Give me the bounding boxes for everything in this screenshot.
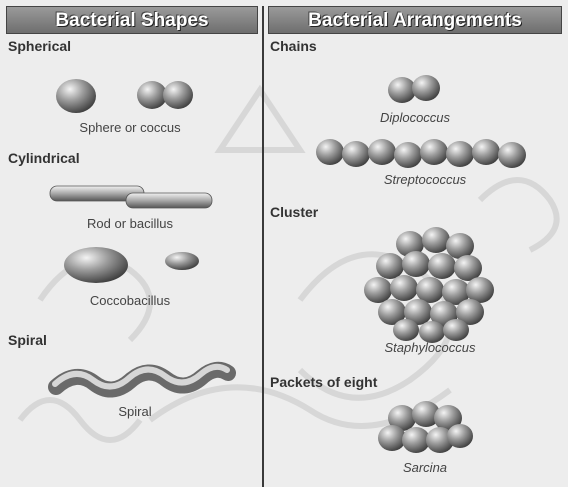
- spiral-label: Spiral: [70, 404, 200, 419]
- sphere-label: Sphere or coccus: [50, 120, 210, 135]
- packets-heading: Packets of eight: [270, 374, 377, 390]
- diplococcus-a: [388, 77, 416, 103]
- streptococcus-chain: [316, 139, 526, 168]
- coccus-single: [56, 79, 96, 113]
- coccobacillus-small: [165, 252, 199, 270]
- streptococcus-label: Streptococcus: [340, 172, 510, 187]
- diplococcus-label: Diplococcus: [340, 110, 490, 125]
- chains-heading: Chains: [270, 38, 317, 54]
- staphylococcus-label: Staphylococcus: [350, 340, 510, 355]
- staphylococcus-cluster: [364, 227, 494, 343]
- spiral-heading: Spiral: [8, 332, 47, 348]
- sarcina-packet: [378, 401, 473, 453]
- bacillus-rod-2: [126, 193, 212, 208]
- sarcina-label: Sarcina: [370, 460, 480, 475]
- coccobacillus-label: Coccobacillus: [50, 293, 210, 308]
- coccobacillus-large: [64, 247, 128, 283]
- coccus-pair-a: [137, 81, 167, 109]
- coccus-pair-b: [163, 81, 193, 109]
- rod-label: Rod or bacillus: [50, 216, 210, 231]
- cylindrical-heading: Cylindrical: [8, 150, 80, 166]
- spherical-heading: Spherical: [8, 38, 71, 54]
- cluster-heading: Cluster: [270, 204, 318, 220]
- diplococcus-b: [412, 75, 440, 101]
